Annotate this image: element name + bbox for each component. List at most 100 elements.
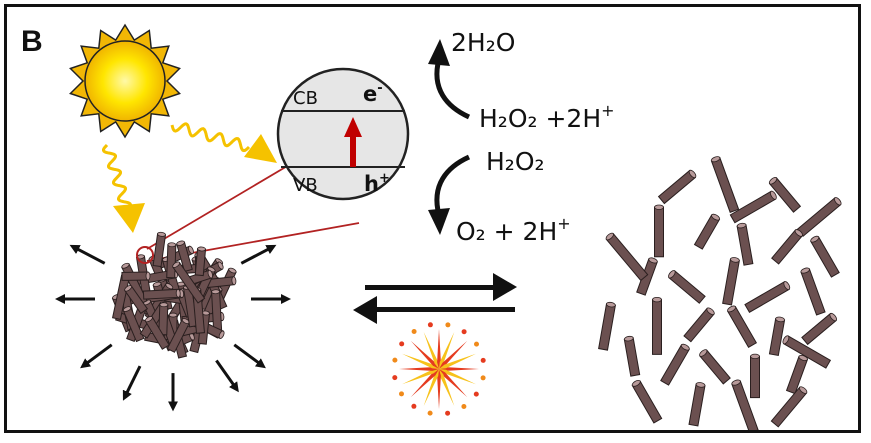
- starburst-petal: [439, 353, 476, 369]
- starburst-dot: [474, 341, 479, 347]
- starburst-petal: [423, 369, 439, 406]
- oxidation-product-label: O₂ + 2H+: [456, 214, 571, 246]
- starburst-petal: [437, 329, 441, 369]
- cb-label: CB: [293, 88, 318, 109]
- figure-panel: B CB VB e- h+ 2H₂O H₂O₂ +2H+: [4, 4, 861, 433]
- nanorod: [726, 305, 758, 349]
- starburst-dot: [411, 329, 417, 334]
- starburst-petal: [402, 353, 439, 369]
- starburst-petal: [399, 367, 439, 371]
- nanorod: [770, 386, 808, 428]
- starburst-dot: [473, 391, 479, 397]
- nanorod: [124, 285, 149, 315]
- starburst-dot: [445, 322, 451, 328]
- nanorod: [598, 301, 616, 351]
- nanorod: [623, 335, 641, 377]
- zoom-circle: [136, 246, 154, 264]
- starburst-icon: [392, 322, 486, 416]
- dispersal-arrows: [55, 244, 291, 412]
- oxidation-arrow: [428, 154, 471, 235]
- dispersal-arrow: [240, 244, 277, 265]
- nanorod: [768, 316, 786, 356]
- nanorod: [782, 335, 832, 369]
- semiconductor-particle: CB VB e- h+: [276, 67, 410, 201]
- reduction-reactant-label: H₂O₂ +2H+: [479, 101, 615, 133]
- dispersal-arrow: [69, 244, 106, 265]
- nanorod: [800, 267, 826, 316]
- nanorod: [699, 349, 731, 385]
- starburst-dot: [461, 329, 467, 335]
- nanorod: [785, 354, 809, 395]
- starburst-dot: [392, 357, 398, 363]
- starburst-petal: [439, 332, 455, 369]
- starburst-petal: [423, 332, 439, 369]
- nanorod: [660, 343, 690, 386]
- vb-label: VB: [293, 175, 318, 196]
- nanorod: [121, 271, 151, 281]
- starburst-dot: [445, 410, 451, 416]
- starburst-petal: [439, 369, 455, 406]
- nanorod: [631, 379, 663, 424]
- reduction-arrow: [428, 39, 471, 120]
- nanorod: [771, 229, 803, 265]
- nanorod: [750, 353, 760, 399]
- nanorod: [152, 231, 167, 268]
- starburst-dot: [392, 375, 398, 381]
- dispersal-arrow: [122, 365, 142, 401]
- nanorod: [158, 302, 169, 336]
- starburst-petal: [410, 340, 439, 369]
- nanorod: [176, 240, 193, 273]
- starburst-dot: [461, 404, 467, 409]
- nanorod: [731, 379, 759, 430]
- starburst-dot: [480, 375, 486, 381]
- nanorod: [729, 190, 777, 224]
- dispersed-nanorods: [598, 156, 842, 430]
- reduction-product-label: 2H₂O: [451, 28, 515, 57]
- nanorod: [722, 257, 740, 306]
- starburst-dot: [427, 322, 433, 328]
- sun-icon: [69, 23, 181, 139]
- nanorod: [668, 270, 706, 304]
- nanorod: [657, 169, 697, 205]
- nanorod: [768, 177, 802, 213]
- nanorod: [693, 213, 721, 250]
- nanorod: [166, 242, 177, 279]
- starburst-dot: [399, 341, 405, 347]
- nanorod: [810, 235, 840, 278]
- starburst-petal: [410, 369, 439, 398]
- equilibrium-arrows-icon: [353, 273, 517, 324]
- nanorod: [652, 296, 662, 355]
- starburst-petal: [439, 367, 479, 371]
- excitation-arrow: [350, 135, 356, 167]
- starburst-petal: [439, 369, 476, 385]
- nanorod: [654, 204, 664, 258]
- starburst-petal: [439, 369, 468, 398]
- dispersal-arrow: [233, 343, 266, 369]
- nanorod: [172, 261, 206, 304]
- dispersal-arrow: [215, 359, 239, 393]
- nanorod: [736, 222, 754, 266]
- nanorod: [688, 382, 706, 427]
- electron-label: e-: [363, 81, 383, 106]
- nanorod: [744, 280, 791, 314]
- starburst-dot: [480, 357, 486, 363]
- starburst-petal: [439, 340, 468, 369]
- nanorod: [144, 316, 170, 350]
- starburst-petal: [437, 369, 441, 409]
- nanorod: [801, 312, 838, 346]
- nanorod: [710, 156, 740, 213]
- nanorod: [605, 232, 649, 282]
- hole-label: h+: [364, 171, 390, 196]
- nanorod: [194, 246, 207, 277]
- nanorod: [796, 197, 842, 237]
- nanorod-aggregate: [111, 231, 237, 359]
- light-arrow-to-sphere: [170, 122, 277, 163]
- oxidation-reactant-label: H₂O₂: [486, 147, 545, 176]
- light-arrow-to-rods: [102, 143, 145, 233]
- nanorod: [142, 288, 181, 300]
- starburst-dot: [411, 403, 417, 409]
- dispersal-arrow: [80, 343, 113, 369]
- starburst-dot: [399, 391, 404, 397]
- starburst-dot: [427, 410, 433, 416]
- nanorod: [683, 307, 715, 343]
